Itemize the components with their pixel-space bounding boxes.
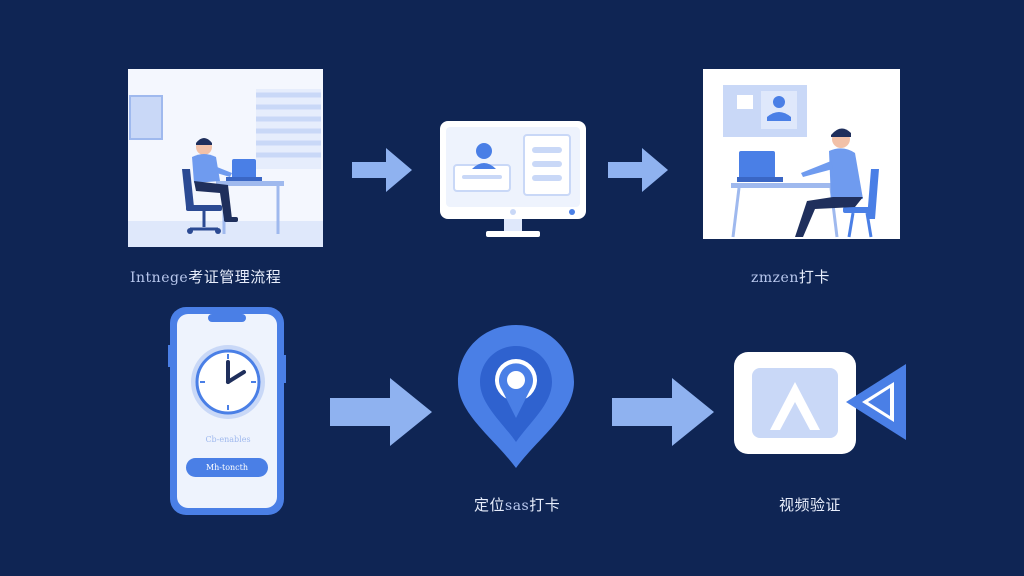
video-caption: 视频验证 xyxy=(779,494,841,515)
location-caption-suffix: 打卡 xyxy=(529,496,561,514)
phone-check-in-button[interactable]: Mh-toncth xyxy=(186,458,268,477)
right-arrow-icon xyxy=(608,148,668,192)
right-arrow-icon xyxy=(352,148,412,192)
clock-icon xyxy=(191,345,265,419)
office-scene-caption: Intnege考证管理流程 xyxy=(130,266,281,287)
right-arrow-icon xyxy=(612,378,714,446)
monitor-icon xyxy=(440,121,586,237)
location-pin-icon xyxy=(458,325,574,468)
remote-worker-illustration xyxy=(703,69,900,239)
phone-button-label: Mh-toncth xyxy=(205,463,249,472)
remote-scene-panel xyxy=(703,69,900,239)
remote-scene-caption: zmzen打卡 xyxy=(751,266,830,287)
right-arrow-icon xyxy=(330,378,432,446)
remote-caption-main: 打卡 xyxy=(798,268,830,286)
location-caption-mid: sas xyxy=(505,498,530,514)
remote-caption-prefix: zmzen xyxy=(751,270,799,286)
phone-small-text: Cb-enables xyxy=(205,435,251,444)
video-camera-icon xyxy=(734,352,906,454)
office-caption-main: 考证管理流程 xyxy=(188,268,282,286)
office-worker-illustration xyxy=(128,69,323,247)
office-scene-panel xyxy=(128,69,323,247)
location-caption-main: 定位 xyxy=(474,496,506,514)
video-caption-main: 视频验证 xyxy=(779,496,842,514)
location-caption: 定位sas打卡 xyxy=(474,494,560,515)
office-caption-prefix: Intnege xyxy=(130,270,189,286)
